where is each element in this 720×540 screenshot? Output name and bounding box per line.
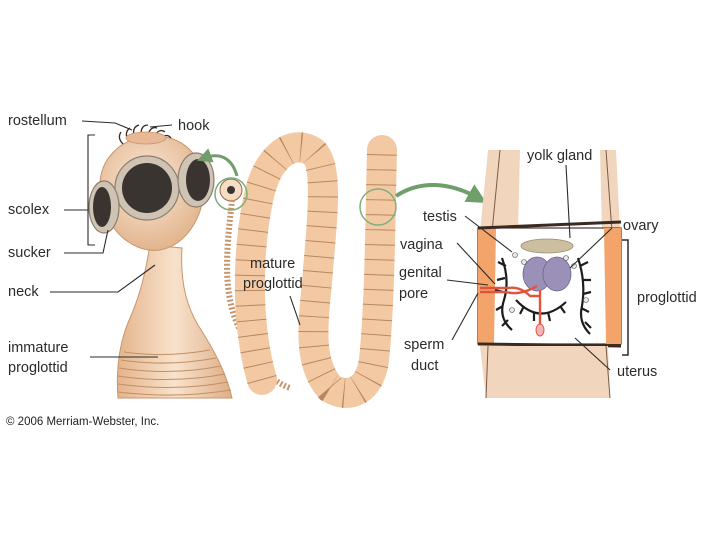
proglottid-bracket	[622, 240, 628, 355]
label-immature-line1: immature	[8, 340, 68, 356]
worm-neck-and-body	[117, 245, 232, 398]
label-hook: hook	[178, 118, 210, 134]
front-sucker	[115, 156, 179, 220]
label-genital-line2: pore	[399, 286, 428, 302]
copyright-notice: © 2006 Merriam-Webster, Inc.	[6, 416, 159, 428]
arrow-to-proglottid	[396, 185, 478, 198]
label-immature-line2: proglottid	[8, 360, 68, 376]
left-sucker	[89, 181, 119, 233]
ovary	[523, 257, 571, 291]
label-vagina: vagina	[400, 237, 444, 253]
label-genital-line1: genital	[399, 265, 442, 281]
enlarged-proglottid	[478, 150, 628, 398]
yolk-gland	[521, 239, 573, 253]
label-mature-line1: mature	[250, 256, 295, 272]
right-sucker	[178, 153, 214, 207]
label-sucker: sucker	[8, 245, 51, 261]
label-sperm-line1: sperm	[404, 337, 444, 353]
label-proglottid: proglottid	[637, 290, 697, 306]
label-uterus: uterus	[617, 364, 657, 380]
label-sperm-line2: duct	[411, 358, 438, 374]
label-mature-line2: proglottid	[243, 276, 303, 292]
label-ovary: ovary	[623, 218, 659, 234]
label-scolex: scolex	[8, 202, 50, 218]
label-yolk-gland: yolk gland	[527, 148, 592, 164]
label-rostellum: rostellum	[8, 113, 67, 129]
label-testis: testis	[423, 209, 457, 225]
label-neck: neck	[8, 284, 39, 300]
